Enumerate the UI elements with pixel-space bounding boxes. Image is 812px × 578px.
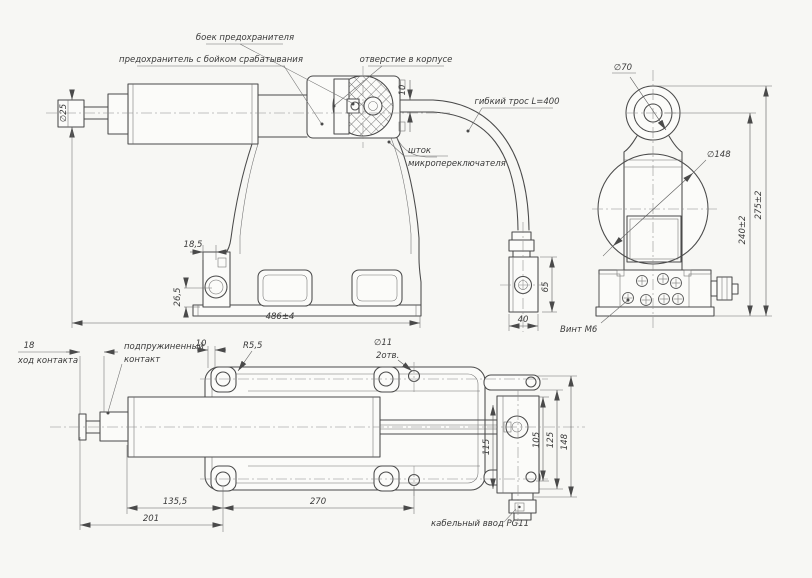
terminal-base	[598, 269, 712, 308]
svg-text:∅11: ∅11	[374, 338, 392, 348]
label-cable: гибкий трос L=400	[474, 97, 559, 107]
label-spring-contact: подпружиненный контакт	[106, 342, 204, 415]
svg-text:201: 201	[143, 514, 159, 524]
svg-text:26,5: 26,5	[173, 288, 183, 307]
svg-text:R5,5: R5,5	[243, 341, 262, 351]
dim-d70: ∅70	[614, 63, 632, 73]
gland-side	[716, 276, 733, 301]
microswitch-stem	[396, 137, 437, 158]
label-stem-2: микропереключателя	[408, 159, 506, 169]
svg-text:подпружиненный: подпружиненный	[124, 342, 204, 352]
svg-text:486±4: 486±4	[266, 312, 295, 322]
dim-270: 270	[223, 487, 415, 514]
dim-d11: ∅11 2отв.	[374, 338, 413, 372]
shaft-knob	[57, 99, 85, 128]
dim-201: 201	[79, 437, 223, 530]
dim-d148: ∅148	[707, 150, 731, 160]
dim-65: 65	[540, 256, 557, 313]
fuse-mechanism	[363, 96, 383, 116]
flexible-cable-outer	[432, 99, 530, 231]
dim-240: 240±2	[664, 112, 756, 316]
svg-text:135,5: 135,5	[163, 497, 187, 507]
svg-text:115: 115	[482, 439, 492, 455]
dim-125: 125	[539, 389, 563, 490]
terminal-screws	[622, 273, 684, 306]
dim-40: 40	[508, 314, 539, 331]
dim-stem-10: 10	[398, 80, 413, 132]
plan-view: 18 ход контакта подпружиненный контакт 1…	[17, 338, 585, 532]
housing-left-inner	[239, 143, 259, 254]
label-cable-entry: кабельный ввод PG11	[431, 508, 529, 529]
dim-r55: R5,5	[237, 341, 262, 372]
cylinder-body	[127, 83, 259, 145]
svg-text:10: 10	[398, 85, 408, 96]
housing-right-inner	[390, 137, 412, 254]
svg-text:10: 10	[196, 339, 207, 349]
label-housing-hole: отверстие в корпусе	[360, 55, 453, 65]
switch-box-front	[508, 256, 539, 313]
base-sole	[595, 306, 715, 317]
svg-text:ход контакта: ход контакта	[17, 356, 78, 366]
dim-275: 275±2	[656, 85, 772, 317]
svg-text:275±2: 275±2	[754, 191, 764, 220]
cylinder-collar	[107, 93, 129, 135]
dim-plan-10: 10	[196, 339, 226, 368]
label-stem-1: шток	[408, 146, 432, 156]
dim-26-5: 26,5	[173, 277, 212, 318]
foot-pad-left	[257, 269, 313, 307]
svg-text:148: 148	[560, 433, 570, 450]
front-view: боек предохранителя предохранитель с бой…	[46, 33, 560, 332]
svg-text:270: 270	[310, 497, 326, 507]
dim-18-5: 18,5	[184, 240, 229, 260]
svg-text:65: 65	[541, 282, 551, 293]
dim-travel-18: 18 ход контакта	[17, 341, 118, 414]
collar-plan	[99, 411, 129, 442]
dim-486: 486±4	[71, 131, 421, 328]
dim-115: 115	[482, 405, 496, 489]
foot-hole	[204, 275, 228, 299]
svg-text:125: 125	[546, 432, 556, 448]
svg-text:контакт: контакт	[124, 355, 161, 365]
svg-text:240±2: 240±2	[738, 216, 748, 245]
label-fuse: предохранитель с бойком срабатывания	[119, 55, 303, 65]
svg-text:2отв.: 2отв.	[376, 351, 399, 361]
svg-text:18: 18	[24, 341, 35, 351]
label-striker: боек предохранителя	[196, 33, 294, 43]
foot-pad-right	[351, 269, 403, 307]
svg-text:кабельный ввод PG11: кабельный ввод PG11	[431, 519, 529, 529]
svg-text:18,5: 18,5	[184, 240, 203, 250]
svg-text:∅25: ∅25	[59, 104, 69, 122]
flexible-cable-inner	[432, 111, 519, 231]
dim-105: 105	[532, 396, 549, 482]
svg-text:105: 105	[532, 432, 542, 448]
dim-148: 148	[534, 375, 577, 498]
housing-right-outline	[396, 137, 422, 306]
svg-text:40: 40	[518, 315, 529, 325]
gland-nut-front	[508, 239, 535, 252]
label-screw-m6: Винт М6	[560, 325, 598, 335]
side-view: ∅70 ∅148 240±2 275±2 Винт М6	[560, 63, 772, 335]
